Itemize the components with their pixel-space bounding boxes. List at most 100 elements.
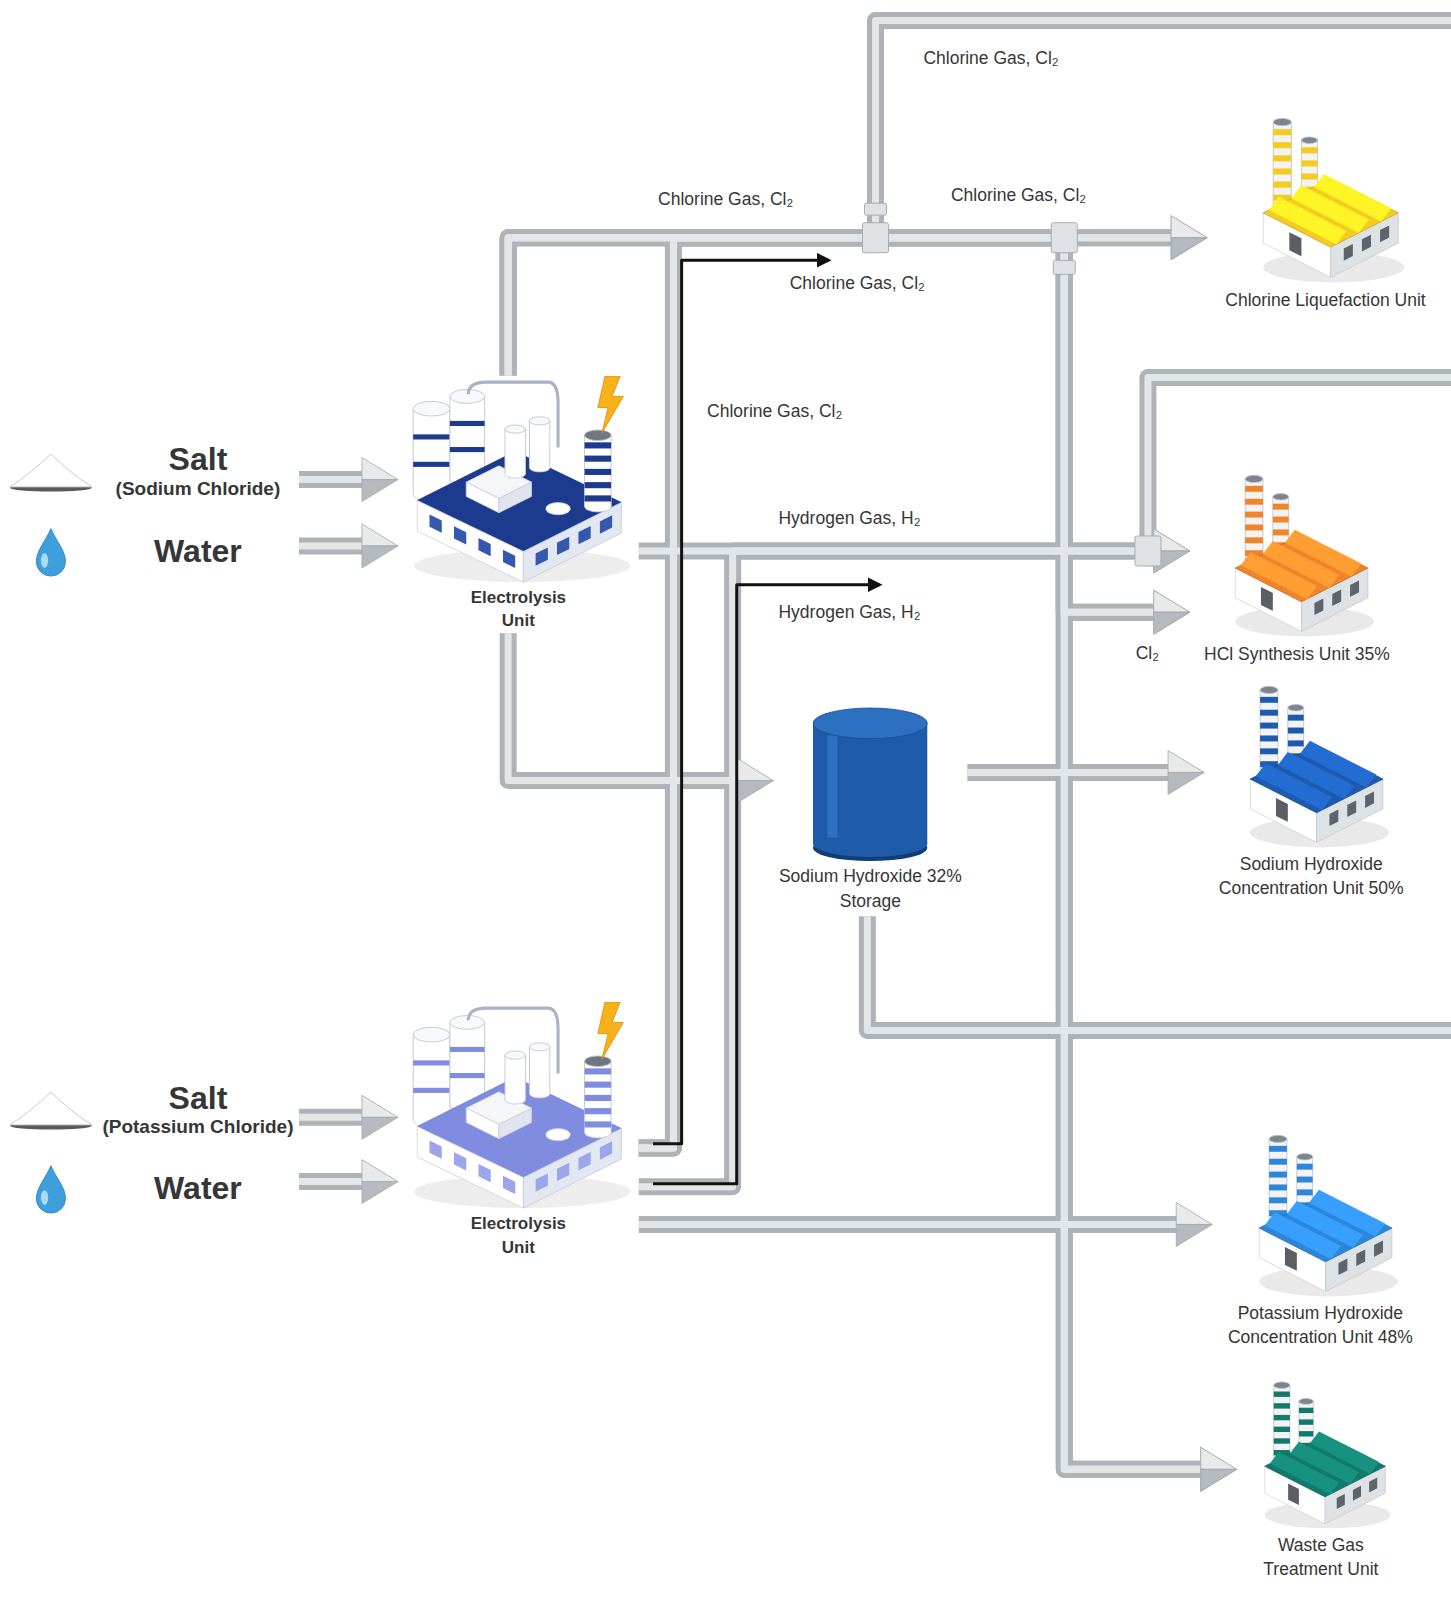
cylinder-edge: [505, 1055, 506, 1100]
cylinder-body: [585, 435, 612, 506]
unit-label: Electrolysis Unit: [461, 586, 575, 634]
cylinder-body: [505, 429, 525, 474]
cylinder-top: [1273, 494, 1289, 500]
factory-icon: [1216, 471, 1377, 639]
pipe-label: Hydrogen Gas, H₂: [775, 507, 923, 530]
unit-wall: [523, 1129, 621, 1209]
pipe-fitting: [862, 223, 888, 253]
cylinder-stripe: [1299, 1407, 1313, 1412]
factory-window: [1333, 590, 1342, 606]
factory-window: [1380, 226, 1389, 243]
pipe-connector: [508, 633, 743, 780]
salt-input: Salt(Potassium Chloride): [5, 1080, 299, 1139]
cylinder-stripe: [585, 468, 612, 474]
pipe-highlight: [639, 238, 1160, 1148]
input-detail: (Sodium Chloride): [97, 478, 299, 500]
pipe: [1148, 378, 1451, 551]
pipe-highlight: [639, 1221, 1182, 1228]
factory-window: [1353, 1485, 1361, 1500]
elec-icon: [405, 1002, 632, 1210]
cylinder-edge: [484, 1022, 485, 1104]
unit-label: Sodium Hydroxide Concentration Unit 50%: [1206, 852, 1416, 901]
cylinder-band: [413, 1060, 450, 1065]
cylinder-stripe: [1269, 1145, 1287, 1151]
unit-wall: [417, 500, 523, 582]
water-drop-icon: [5, 1163, 97, 1214]
input-label-group: Water: [97, 533, 299, 570]
cylinder-stripe: [1273, 182, 1291, 188]
roof-ridge: [1314, 174, 1392, 221]
arrowhead: [1201, 1447, 1237, 1469]
cylinder-band: [450, 447, 485, 452]
factory-icon: [1244, 114, 1407, 285]
tank-highlight: [828, 736, 838, 838]
pipe-highlight: [1148, 378, 1451, 551]
cylinder-stripe: [1274, 1403, 1290, 1408]
drop-highlight: [41, 553, 48, 568]
factory-icon: [1240, 1131, 1401, 1299]
arrowhead: [1201, 1469, 1237, 1491]
pipe-connector: [639, 238, 1207, 1470]
cylinder-edge: [505, 429, 506, 474]
factory-window: [1347, 800, 1356, 816]
cylinder-edge: [449, 396, 450, 478]
input-name: Water: [97, 1170, 299, 1207]
arrowhead: [1154, 590, 1190, 612]
unit-window: [503, 549, 515, 567]
cylinder-top: [1274, 1381, 1290, 1387]
arrowhead: [362, 1182, 398, 1204]
cylinder-top: [505, 1051, 525, 1059]
cylinder-top: [1269, 1135, 1287, 1142]
input-name: Water: [97, 533, 299, 570]
cylinder-body: [450, 396, 485, 478]
cylinder-body: [530, 1047, 550, 1094]
cylinder-stripe: [1297, 1176, 1313, 1182]
unit-window: [454, 526, 466, 544]
pipe-fitting: [864, 203, 886, 215]
arrowhead: [1171, 216, 1207, 238]
factory-window: [1369, 1477, 1377, 1492]
unit-window: [430, 514, 442, 532]
cylinder-body: [530, 420, 550, 467]
unit-window: [479, 1164, 491, 1182]
factory-window: [1337, 1493, 1345, 1508]
cylinder-stripe: [1260, 735, 1278, 741]
cylinder-top: [1301, 137, 1317, 143]
power-bolt: [598, 1002, 624, 1059]
unit-label: Chlorine Liquefaction Unit: [1207, 288, 1444, 313]
pipe-label: Cl₂: [1133, 642, 1162, 665]
cylinder-stripe: [1301, 148, 1317, 154]
pipe-connector: [639, 551, 1160, 1187]
cylinder-stripe: [1274, 1414, 1290, 1419]
input-name: Salt: [97, 441, 299, 478]
factory-window: [1362, 235, 1371, 252]
cylinder-edge: [525, 429, 526, 474]
cylinder-stripe: [1287, 740, 1303, 746]
factory-door: [1289, 232, 1301, 256]
cylinder-stripe: [1274, 1426, 1290, 1431]
arrowhead: [1171, 238, 1207, 260]
cylinder-band: [450, 1047, 485, 1052]
unit-window: [430, 1141, 442, 1159]
arrowhead: [362, 546, 398, 568]
pipe-label: Chlorine Gas, Cl₂: [787, 271, 928, 294]
arrowhead: [737, 781, 773, 803]
roof-ridge: [1309, 1189, 1385, 1236]
salt-pile-icon: [5, 445, 97, 496]
concentration-unit: Sodium Hydroxide Concentration Unit 50%: [1204, 682, 1418, 901]
roof-tank: [546, 1129, 570, 1141]
input-name: Salt: [97, 1080, 299, 1117]
cylinder-stripe: [1245, 486, 1263, 492]
factory-icon: [1244, 1378, 1397, 1531]
roof-ridge: [1310, 1431, 1379, 1473]
pipe-highlight: [639, 551, 1160, 1187]
cylinder-stripe: [1297, 1189, 1313, 1195]
pipe-highlight: [508, 238, 1207, 1470]
arrowhead: [1168, 772, 1204, 794]
electrolysis-unit: Electrolysis Unit: [398, 1002, 639, 1260]
cylinder-stripe: [585, 455, 612, 461]
pipe-highlight: [299, 542, 368, 549]
pipe-label: Chlorine Gas, Cl₂: [920, 47, 1061, 70]
cylinder-stripe: [585, 1121, 612, 1127]
cylinder-stripe: [1245, 499, 1263, 505]
